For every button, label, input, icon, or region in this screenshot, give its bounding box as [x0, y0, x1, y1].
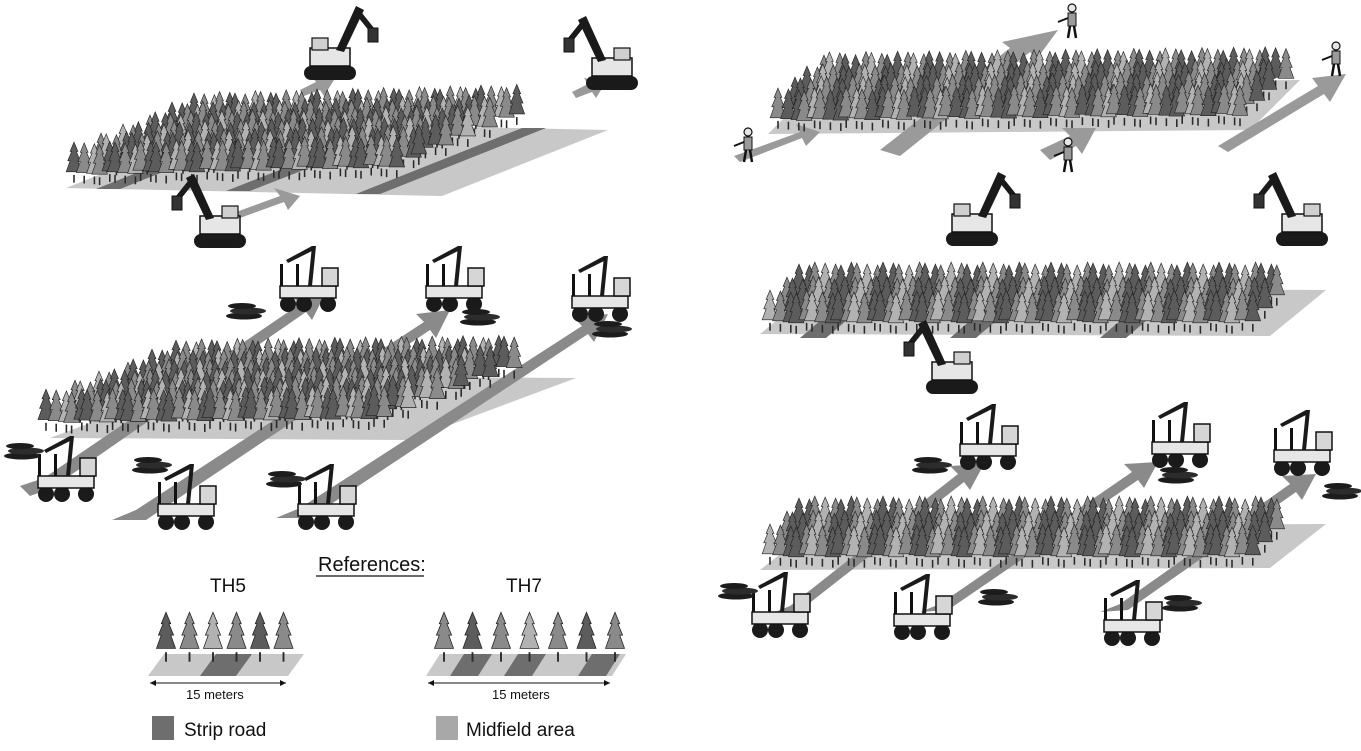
felling-direction-arrow — [236, 188, 300, 218]
log-pile-icon — [592, 321, 632, 338]
conifer-tree-icon — [37, 388, 55, 432]
strip-road-label: Strip road — [184, 720, 266, 741]
scale-arrowhead — [604, 680, 610, 686]
log-pile-icon — [912, 457, 952, 474]
log-pile-icon — [1322, 483, 1361, 500]
felling-direction-arrow — [734, 124, 820, 162]
scale-arrowhead — [280, 680, 286, 686]
forwarder-icon — [571, 255, 631, 323]
scale-arrowhead — [150, 680, 156, 686]
forwarder-icon — [297, 463, 357, 531]
log-pile-icon — [460, 309, 500, 326]
th5-reference: TH5 15 meters — [148, 576, 304, 702]
forwarder-icon — [1273, 409, 1333, 477]
log-pile-icon — [978, 589, 1018, 606]
th7-reference: TH7 15 meters — [426, 576, 626, 702]
extraction-arrow — [276, 314, 608, 518]
stand-right-bottom — [718, 401, 1361, 647]
forwarder-icon — [425, 245, 485, 313]
th5-scale-label: 15 meters — [186, 687, 244, 702]
stand-left-top — [65, 5, 639, 249]
th7-strip-road — [450, 654, 492, 676]
forwarder-icon — [959, 403, 1019, 471]
th7-strip-road — [578, 654, 620, 676]
th5-label: TH5 — [210, 576, 246, 597]
midfield-swatch — [436, 716, 458, 740]
stand-right-middle — [760, 171, 1329, 395]
forwarder-icon — [751, 571, 811, 639]
th7-strip-road — [504, 654, 546, 676]
harvester-icon — [303, 5, 379, 81]
harvester-icon — [563, 15, 639, 91]
felling-direction-arrow — [1218, 74, 1346, 152]
log-pile-icon — [4, 443, 44, 460]
strip-road-swatch — [152, 716, 174, 740]
felling-direction-arrow — [300, 76, 334, 96]
log-pile-icon — [132, 457, 172, 474]
harvester-icon — [1253, 171, 1329, 247]
th7-scale-label: 15 meters — [492, 687, 550, 702]
th7-label: TH7 — [506, 576, 542, 597]
chainsaw-operator-icon — [1320, 40, 1342, 78]
stand-right-top — [732, 2, 1346, 174]
strip-road — [356, 128, 546, 194]
references-heading: References: — [318, 554, 426, 576]
forwarder-icon — [37, 435, 97, 503]
forwarder-icon — [279, 245, 339, 313]
log-pile-icon — [718, 583, 758, 600]
stand-left-bottom — [4, 245, 632, 531]
forwarder-icon — [1151, 401, 1211, 469]
scale-arrowhead — [428, 680, 434, 686]
log-pile-icon — [226, 303, 266, 320]
conifer-tree-icon — [65, 141, 83, 183]
midfield-label: Midfield area — [466, 720, 575, 741]
log-pile-icon — [1158, 467, 1198, 484]
forwarder-icon — [893, 573, 953, 641]
log-pile-icon — [266, 471, 306, 488]
log-pile-icon — [1162, 595, 1202, 612]
references-legend: References: TH5 15 meters TH7 15 meters … — [148, 554, 626, 741]
harvester-icon — [945, 171, 1021, 247]
chainsaw-operator-icon — [1056, 2, 1078, 40]
